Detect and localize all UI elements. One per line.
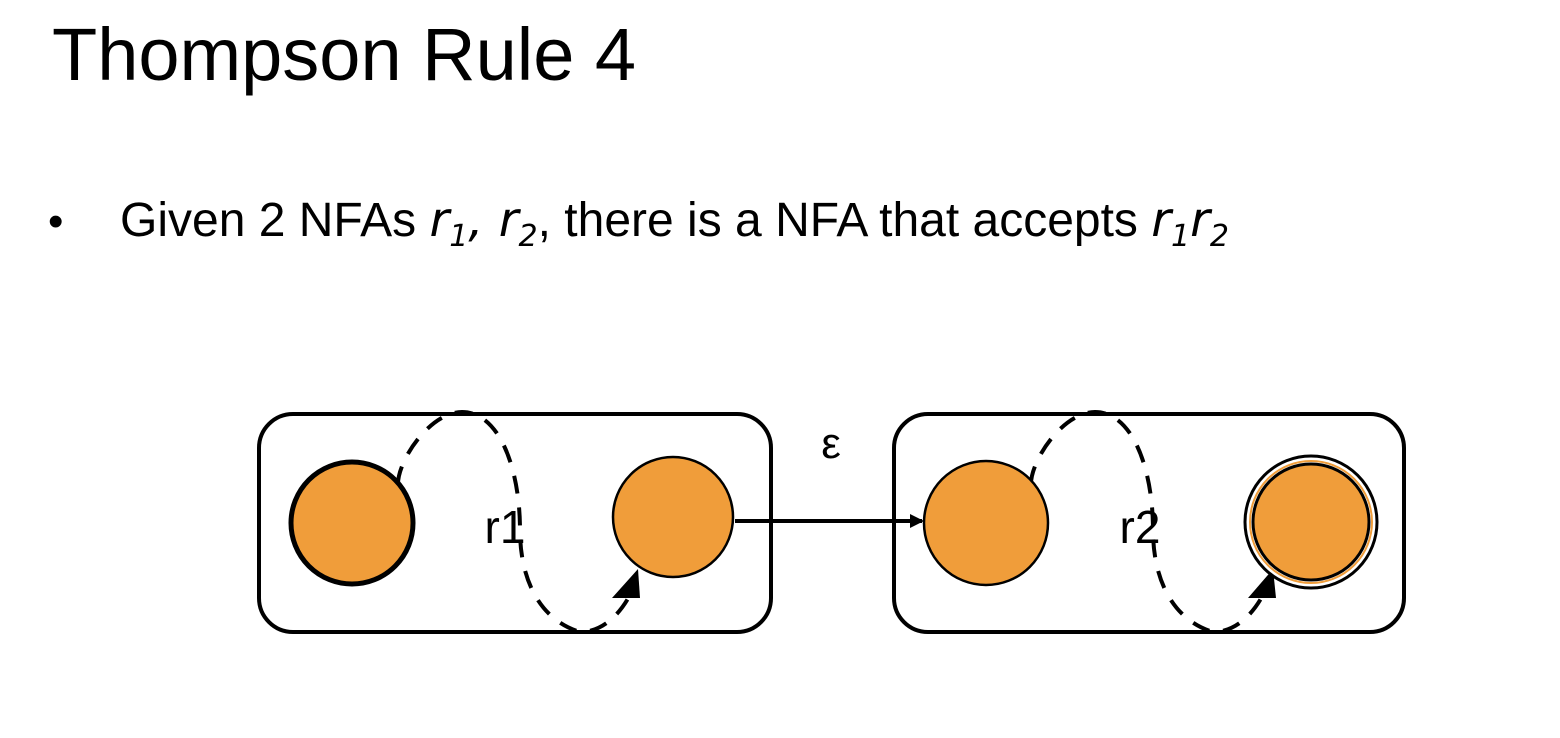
r2-subscript: 2 xyxy=(518,219,538,254)
nfa1-final-state xyxy=(611,455,735,579)
epsilon-label: ε xyxy=(821,419,841,468)
r2-variable: r xyxy=(498,192,519,248)
bullet-rest: , there is a NFA that accepts xyxy=(537,194,1152,247)
nfa2-label: r2 xyxy=(1120,501,1161,553)
bullet-text: •Given 2 NFAs r1, r2, there is a NFA tha… xyxy=(48,192,1229,255)
concat-r2-subscript: 2 xyxy=(1209,219,1229,254)
concat-r1-variable: r xyxy=(1151,192,1171,248)
nfa2-start-state xyxy=(922,459,1050,587)
nfa1-start-state xyxy=(288,459,416,587)
r1-subscript: 1 xyxy=(449,219,469,254)
nfa2-internal-path xyxy=(1029,409,1276,635)
bullet-separator: , xyxy=(468,192,499,248)
nfa1-internal-path xyxy=(396,409,640,635)
r1-variable: r xyxy=(429,192,450,248)
concat-r2-variable: r xyxy=(1190,192,1210,248)
bullet-marker: • xyxy=(48,197,64,246)
page-title: Thompson Rule 4 xyxy=(52,13,637,96)
concat-r1-subscript: 1 xyxy=(1171,219,1191,254)
nfa2-accept-state xyxy=(1243,454,1379,590)
bullet-lead: Given 2 NFAs xyxy=(120,194,430,247)
nfa1-label: r1 xyxy=(485,501,526,553)
